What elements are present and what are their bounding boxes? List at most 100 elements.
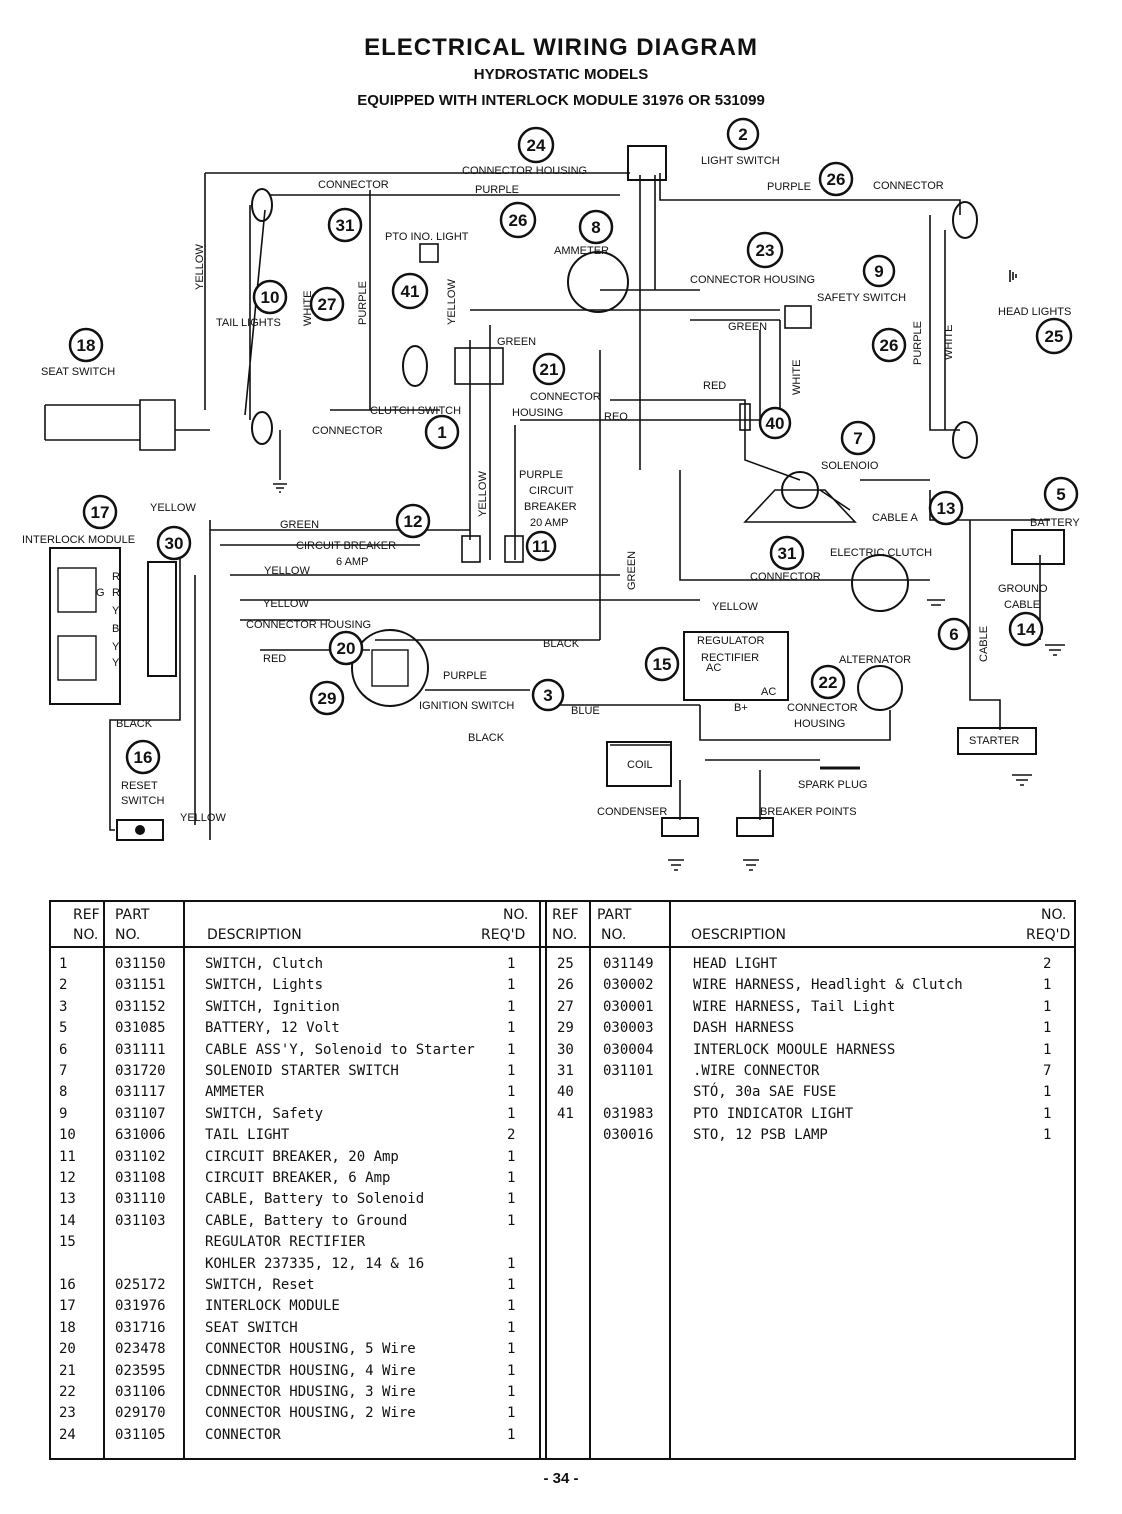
ref-cell: 13 — [59, 1191, 76, 1208]
callout-26-top: 26 — [827, 170, 846, 189]
label-tail-lights: TAIL LIGHTS — [216, 317, 281, 329]
qty-cell: 1 — [507, 977, 516, 994]
ref-cell: 29 — [557, 1020, 574, 1037]
label-connector-housing-top: CONNECTOR HOUSING — [462, 165, 587, 177]
breaker-points-box — [736, 817, 774, 837]
label-connector-lower: CONNECTOR — [312, 425, 383, 437]
part-cell: 031102 — [115, 1148, 166, 1165]
label-yellow-vert-pto: YELLOW — [446, 279, 458, 325]
wire-labels: CONNECTOR HOUSING LIGHT SWITCH CONNECTOR… — [22, 155, 1080, 824]
interlock-module-panel-top — [57, 567, 97, 613]
ref-cell: 18 — [59, 1319, 76, 1336]
ref-cell: 27 — [557, 998, 574, 1015]
qty-cell: 1 — [507, 1277, 516, 1293]
ref-cell: 25 — [557, 956, 574, 972]
parts-table: REF NO. PART NO. DESCRIPTION NO. REQ'D R… — [49, 900, 1076, 1460]
pin-label-3: R — [112, 587, 120, 599]
qty-cell: 1 — [507, 1298, 516, 1315]
desc-cell: CABLE, Battery to Solenoid — [205, 1191, 425, 1208]
qty-cell: 1 — [1043, 998, 1052, 1015]
desc-cell: CONNECTOR HOUSING, 2 Wire — [205, 1405, 416, 1422]
wiring-diagram: 24 2 26 31 26 8 23 9 41 10 27 18 21 26 2… — [22, 117, 1080, 871]
label-connector-housing-23: CONNECTOR HOUSING — [690, 274, 815, 286]
label-black-mid: BLACK — [543, 638, 580, 650]
desc-cell: SOLENOID STARTER SWITCH — [205, 1063, 399, 1079]
ref-cell: 9 — [59, 1105, 68, 1122]
ignition-switch-body — [351, 629, 429, 707]
desc-cell: INTERLOCK MOOULE HARNESS — [693, 1041, 896, 1058]
wires — [44, 172, 1050, 840]
ref-cell: 30 — [557, 1041, 574, 1058]
part-cell: 031107 — [115, 1105, 166, 1122]
callout-26-right: 26 — [880, 336, 899, 355]
label-red-top: RED — [703, 380, 726, 392]
part-cell: 031108 — [115, 1170, 166, 1186]
label-ground-cable-a: GROUNO — [998, 583, 1048, 595]
desc-cell: CABLE ASS'Y, Solenoid to Starter — [205, 1041, 475, 1058]
label-purple-right: PURPLE — [767, 181, 811, 193]
hdr-part2-2: NO. — [601, 927, 627, 943]
qty-cell: 1 — [507, 1384, 516, 1400]
qty-cell: 1 — [507, 1020, 516, 1037]
clutch-switch-knob — [402, 345, 428, 387]
ref-cell: 23 — [59, 1405, 76, 1422]
pto-indicator-lamp — [419, 243, 439, 263]
hdr-ref-2: NO. — [73, 927, 99, 943]
label-red-left: RED — [263, 653, 286, 665]
callout-29: 29 — [318, 689, 337, 708]
desc-cell: CABLE, Battery to Ground — [205, 1212, 408, 1229]
qty-cell: 1 — [507, 956, 516, 972]
label-head-lights: HEAD LIGHTS — [998, 306, 1071, 318]
label-coil: COIL — [627, 759, 653, 771]
ref-cell: 14 — [59, 1212, 76, 1229]
callout-1: 1 — [437, 423, 446, 442]
label-connector-housing-22b: HOUSING — [794, 718, 845, 730]
qty-cell: 1 — [507, 1148, 516, 1165]
starter-box — [957, 727, 1037, 755]
desc-cell: WIRE HARNESS, Headlight & Clutch — [693, 977, 963, 994]
label-cable-a: CABLE A — [872, 512, 919, 524]
ref-cell: 16 — [59, 1277, 76, 1293]
hdr-desc: DESCRIPTION — [207, 927, 302, 943]
callout-17: 17 — [91, 503, 110, 522]
ref-cell: 22 — [59, 1384, 76, 1400]
label-interlock-module: INTERLOCK MODULE — [22, 534, 135, 546]
qty-cell: 1 — [507, 1405, 516, 1422]
interlock-harness-connector — [147, 561, 177, 677]
part-cell: 031111 — [115, 1041, 166, 1058]
ref-cell: 10 — [59, 1127, 76, 1144]
diagram-subtitle-models: HYDROSTATIC MODELS — [473, 66, 649, 83]
desc-cell: CIRCUIT BREAKER, 6 Amp — [205, 1170, 391, 1186]
part-cell: 023595 — [115, 1362, 166, 1379]
qty-cell: 1 — [507, 1362, 516, 1379]
part-cell: 023478 — [115, 1341, 166, 1358]
callout-26-mid: 26 — [509, 211, 528, 230]
ref-cell: 3 — [59, 998, 68, 1015]
label-black-bottom: BLACK — [468, 732, 505, 744]
label-yellow-vert-left: YELLOW — [194, 244, 206, 290]
qty-cell: 2 — [507, 1127, 516, 1144]
desc-cell: KOHLER 237335, 12, 14 & 16 — [205, 1255, 425, 1272]
ref-cell: 24 — [59, 1426, 76, 1443]
label-seat-switch: SEAT SWITCH — [41, 366, 115, 378]
callout-31-mid: 31 — [778, 544, 797, 563]
ref-cell: 2 — [59, 977, 68, 994]
ref-cell: 8 — [59, 1084, 68, 1101]
pin-label-4: Y — [112, 605, 120, 617]
label-yellow-6a: YELLOW — [264, 565, 310, 577]
callout-11: 11 — [532, 537, 550, 556]
ref-cell: 26 — [557, 977, 574, 994]
electric-clutch-disc — [851, 554, 909, 612]
